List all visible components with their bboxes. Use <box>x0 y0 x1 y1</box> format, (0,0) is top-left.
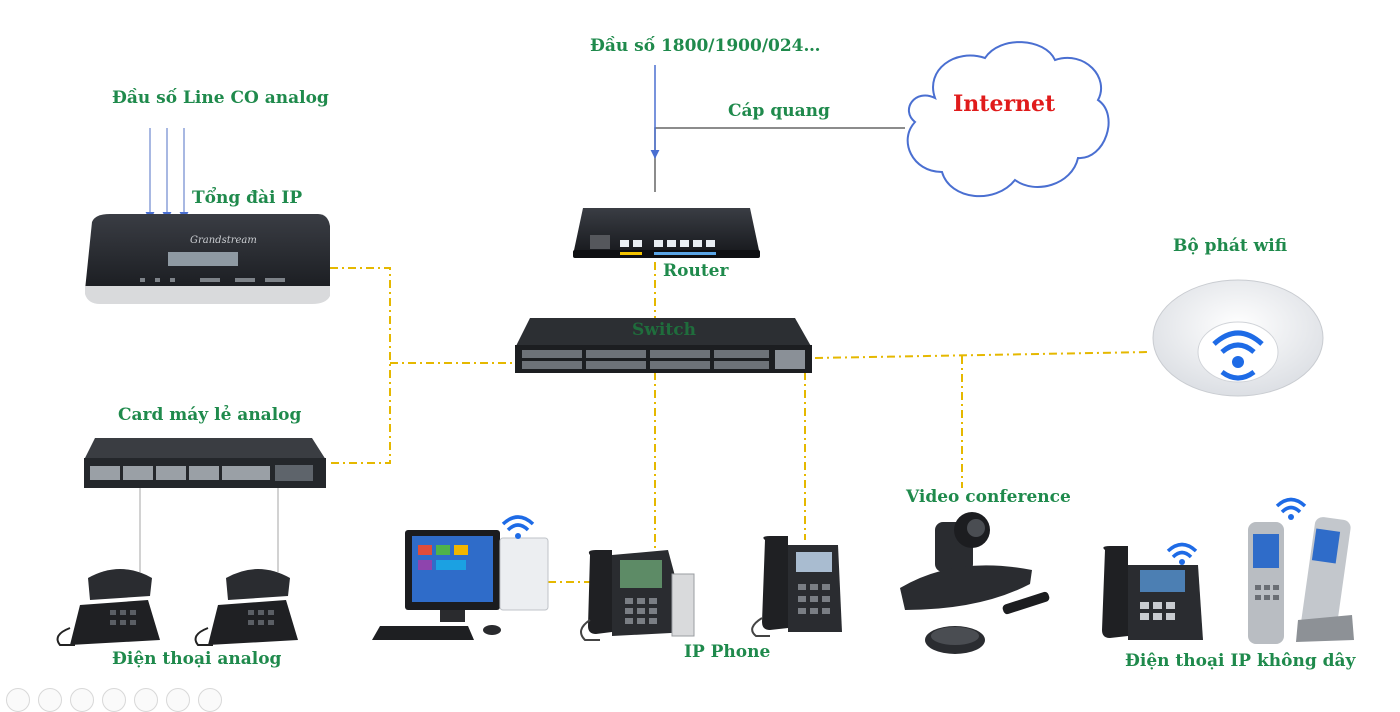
analog-phone-icon <box>56 569 160 646</box>
player-controls <box>6 688 222 712</box>
wifi-icon <box>1275 497 1307 520</box>
ip-phone-label: IP Phone <box>684 642 771 662</box>
cloud-icon <box>906 41 1110 198</box>
control-icon[interactable] <box>198 688 222 712</box>
wifi-ap-icon <box>1152 279 1324 397</box>
connections <box>139 65 1151 583</box>
switch-icon <box>515 318 812 373</box>
router-label: Router <box>663 261 729 281</box>
internet-label: Internet <box>953 91 1056 117</box>
control-icon[interactable] <box>134 688 158 712</box>
hotline-number-label: Đầu số 1800/1900/024… <box>590 36 821 56</box>
fiber-label: Cáp quang <box>728 101 830 121</box>
pbx-icon: Grandstream <box>85 214 330 304</box>
wifi-icon <box>501 515 535 539</box>
wifi-icon <box>1166 542 1198 565</box>
analog-line-label: Đầu số Line CO analog <box>112 88 329 108</box>
control-icon[interactable] <box>70 688 94 712</box>
lan-pbx <box>330 267 391 464</box>
control-icon[interactable] <box>102 688 126 712</box>
wireless-ip-phone-label: Điện thoại IP không dây <box>1125 651 1356 671</box>
gateway-icon <box>84 438 326 488</box>
cordless-phone-icon <box>1296 517 1354 642</box>
control-icon[interactable] <box>6 688 30 712</box>
ip-phone-icon <box>1102 546 1203 640</box>
analog-phone-icon <box>194 569 298 646</box>
analog-card-label: Card máy lẻ analog <box>118 405 302 425</box>
cordless-phone-icon <box>1248 522 1284 644</box>
ip-phone-icon <box>580 550 695 641</box>
analog-phone-label: Điện thoại analog <box>112 649 282 669</box>
pc-icon <box>372 530 549 640</box>
switch-label: Switch <box>632 320 696 340</box>
control-icon[interactable] <box>166 688 190 712</box>
video-camera-icon <box>900 512 1050 654</box>
ip-phone-icon <box>751 536 842 637</box>
router-icon <box>573 208 760 258</box>
wifi-ap-label: Bộ phát wifi <box>1173 236 1288 256</box>
control-icon[interactable] <box>38 688 62 712</box>
fiber-line <box>654 127 905 192</box>
ip-pbx-label: Tổng đài IP <box>192 188 303 208</box>
lan-wifi <box>814 351 1151 359</box>
video-conference-label: Video conference <box>906 487 1071 507</box>
svg-text:Grandstream: Grandstream <box>190 235 257 246</box>
